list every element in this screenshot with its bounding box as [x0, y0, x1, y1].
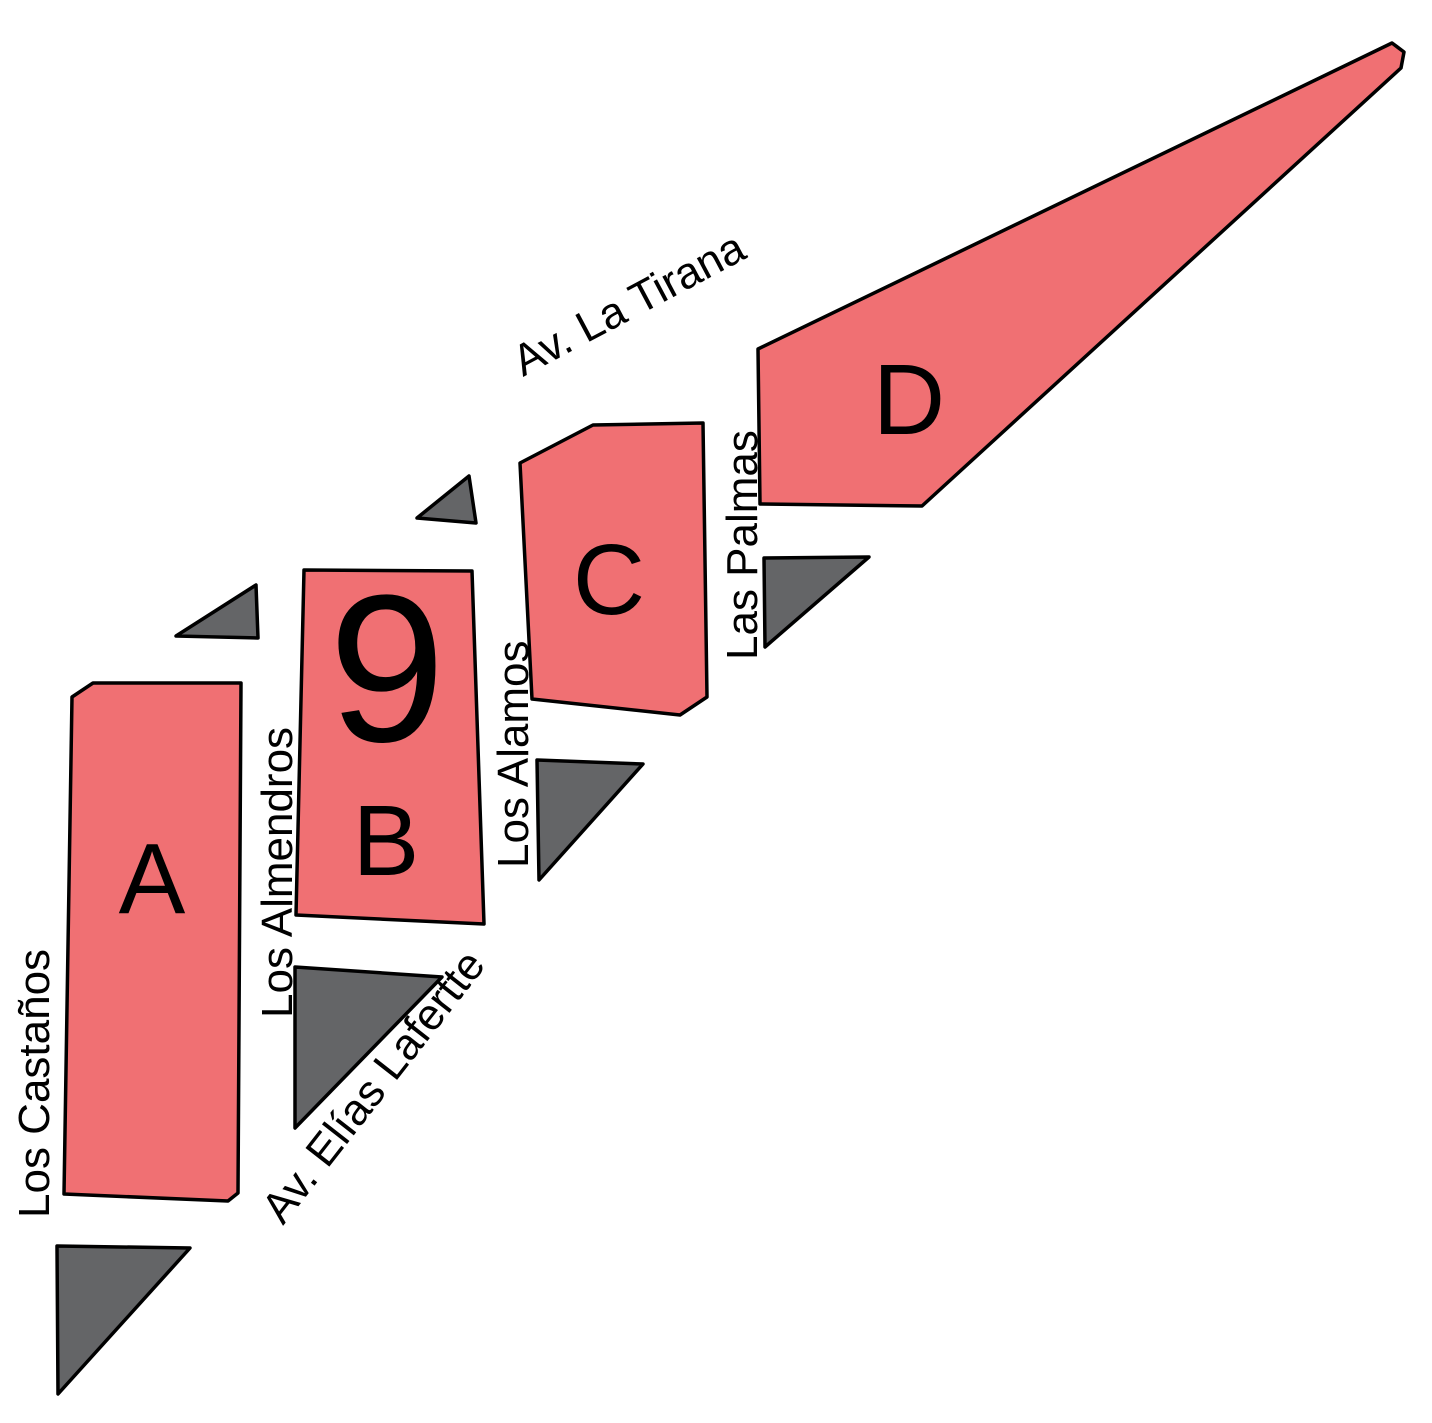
block-c[interactable] [518, 421, 709, 717]
block-a-label: A [119, 823, 186, 935]
block-d-label: D [873, 344, 945, 456]
block-a[interactable] [62, 681, 243, 1203]
street-label-las-palmas: Las Palmas [718, 430, 767, 660]
block-b-label: B [353, 785, 420, 897]
traffic-island-2 [174, 583, 260, 640]
traffic-island-4 [535, 758, 645, 882]
zone-number: 9 [329, 551, 446, 786]
block-b[interactable] [294, 568, 486, 926]
block-d[interactable] [756, 41, 1406, 508]
block-c-label: C [573, 524, 645, 636]
street-label-los-castanos: Los Castaños [10, 949, 59, 1218]
street-label-los-alamos: Los Alamos [489, 641, 538, 868]
traffic-island-5 [293, 965, 444, 1130]
traffic-island-6 [55, 1244, 192, 1396]
traffic-island-1 [415, 474, 478, 525]
street-label-la-tirana: Av. La Tirana [505, 223, 754, 386]
street-label-los-almendros: Los Almendros [253, 727, 302, 1018]
traffic-island-3 [762, 555, 871, 649]
